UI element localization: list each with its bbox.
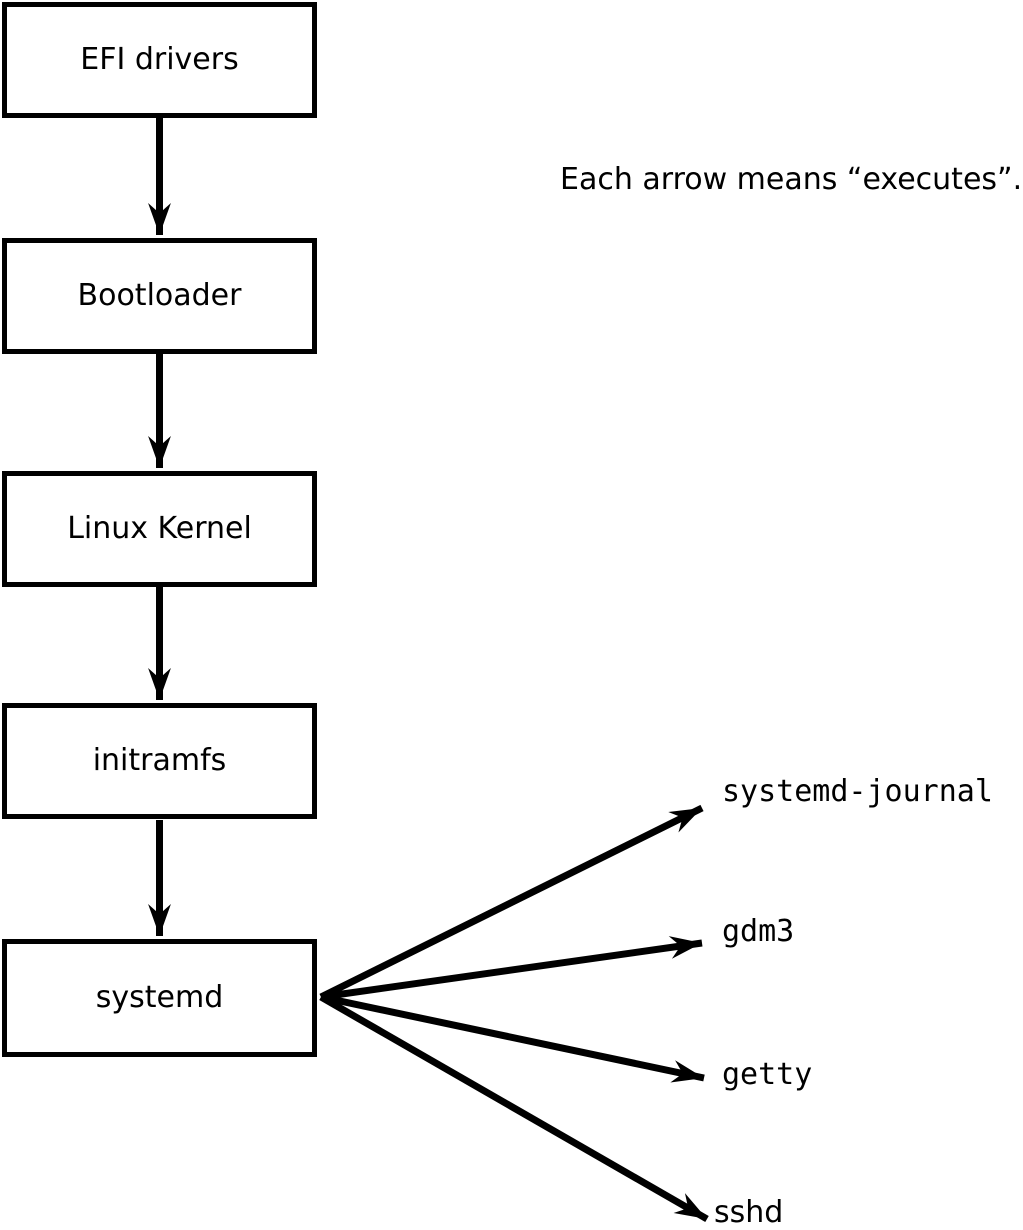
flow-box-label: Linux Kernel <box>67 511 252 546</box>
flow-box-label: initramfs <box>92 743 227 778</box>
arrow-systemd-to-sshd <box>319 993 709 1223</box>
flow-box-systemd: systemd <box>2 939 317 1057</box>
flow-box-efi-drivers: EFI drivers <box>2 2 317 118</box>
arrow-systemd-to-getty <box>320 993 705 1083</box>
flow-box-bootloader: Bootloader <box>2 238 317 354</box>
arrow-systemd-to-gdm3 <box>320 936 703 1001</box>
flow-box-linux-kernel: Linux Kernel <box>2 471 317 587</box>
arrow-systemd-to-journal <box>319 804 704 1001</box>
arrow-meaning-note: Each arrow means “executes”. <box>560 162 1023 197</box>
spawned-process-getty: getty <box>722 1057 813 1092</box>
flow-box-label: EFI drivers <box>80 42 239 77</box>
spawned-process-sshd: sshd <box>714 1195 784 1230</box>
spawned-process-gdm3: gdm3 <box>722 914 795 949</box>
flow-box-label: Bootloader <box>77 278 242 313</box>
flow-box-initramfs: initramfs <box>2 703 317 819</box>
spawned-process-systemd-journal: systemd-journal <box>722 774 993 809</box>
flow-box-label: systemd <box>95 980 224 1015</box>
